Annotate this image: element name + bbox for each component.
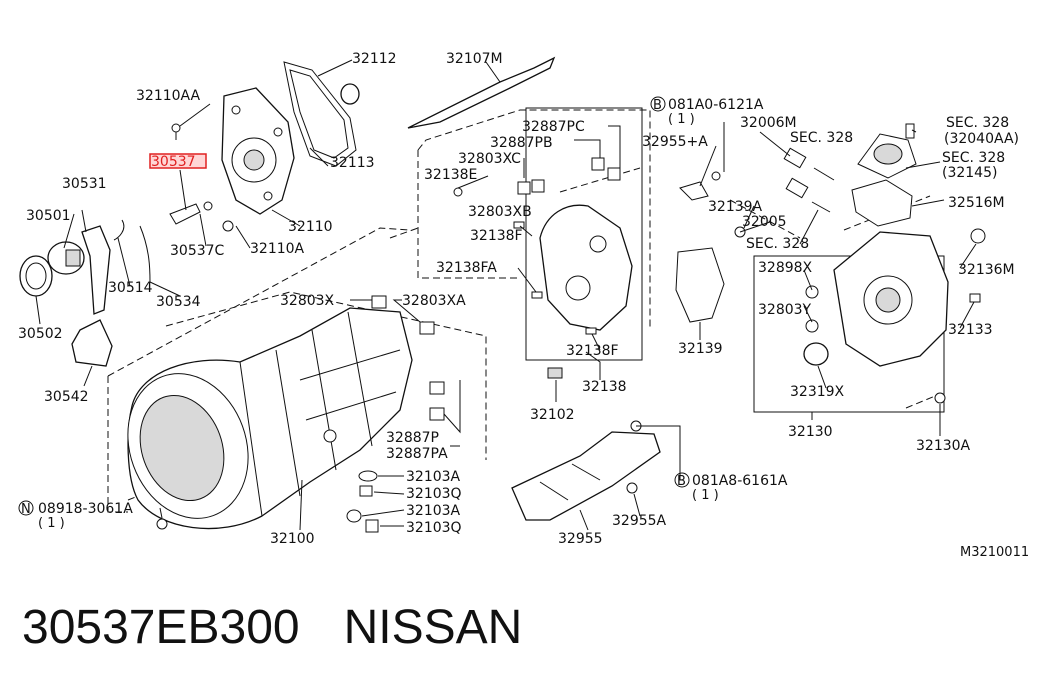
undercover-32955 [511, 420, 661, 521]
label-32803X: 32803X [280, 293, 335, 309]
label-32006M: 32006M [740, 115, 797, 131]
label-32803XA: 32803XA [402, 293, 466, 309]
label-32887PC: 32887PC [522, 119, 585, 135]
label-32139: 32139 [678, 341, 723, 357]
transmission-case-32100 [127, 307, 413, 530]
label-32112: 32112 [352, 51, 397, 67]
circle-n-icon: N [21, 502, 31, 517]
label-32803XB: 32803XB [468, 204, 532, 220]
label-32803Y: 32803Y [758, 302, 812, 318]
label-32887PA: 32887PA [386, 446, 448, 462]
label-32138F-lower: 32138F [566, 343, 619, 359]
brand-name: NISSAN [343, 601, 523, 654]
label-32103A-upper: 32103A [406, 469, 461, 485]
leader-lines [35, 59, 977, 531]
label-32138: 32138 [582, 379, 627, 395]
bushings [346, 295, 445, 533]
label-30537C: 30537C [170, 243, 225, 259]
label-30501: 30501 [26, 208, 71, 224]
gasket-32112 [283, 61, 360, 167]
label-32100: 32100 [270, 531, 315, 547]
label-081A8-6161A: 081A8-6161A [692, 473, 788, 489]
part-number: 30537EB300 [22, 601, 300, 654]
circled-prefixes: B B N [18, 96, 690, 517]
label-diagram-id: M3210011 [960, 545, 1029, 560]
label-32955: 32955 [558, 531, 603, 547]
label-30531: 30531 [62, 176, 107, 192]
label-sec-328-b: SEC. 328 [946, 115, 1009, 131]
label-08918-3061A: 08918-3061A [38, 501, 133, 517]
label-32103A-lower: 32103A [406, 503, 461, 519]
group-boxes [525, 107, 945, 413]
label-08918-qty: ( 1 ) [38, 516, 65, 531]
label-32133: 32133 [948, 322, 993, 338]
label-32103Q-lower: 32103Q [406, 520, 462, 536]
part-labels: 32112 32107M 32110AA 32113 30531 30501 3… [18, 51, 1029, 560]
highlighted-part-30537[interactable]: 30537 [149, 153, 207, 170]
label-30542: 30542 [44, 389, 89, 405]
gaskets-right [675, 123, 917, 323]
clutch-parts [19, 123, 234, 367]
label-sec-328-d: SEC. 328 [746, 236, 809, 252]
stay-32107M [407, 56, 556, 129]
circle-b-icon: B [653, 98, 662, 113]
transmission-exploded-diagram: 30537 B B N 32112 32107M 32110AA 32113 3… [18, 51, 1029, 560]
label-32898X: 32898X [758, 260, 813, 276]
label-30514: 30514 [108, 280, 153, 296]
label-32113: 32113 [330, 155, 375, 171]
switches [679, 147, 835, 238]
label-32319X: 32319X [790, 384, 845, 400]
label-32040AA: (32040AA) [944, 131, 1019, 147]
label-sec-328-a: SEC. 328 [790, 130, 853, 146]
label-32110AA: 32110AA [136, 88, 201, 104]
label-32887PB: 32887PB [490, 135, 553, 151]
label-32102: 32102 [530, 407, 575, 423]
front-cover-32110 [221, 87, 295, 215]
label-32138FA: 32138FA [436, 260, 497, 276]
label-32887P: 32887P [386, 430, 439, 446]
label-32130A: 32130A [916, 438, 971, 454]
label-32130: 32130 [788, 424, 833, 440]
label-32110A: 32110A [250, 241, 305, 257]
label-32955A: 32955A [612, 513, 667, 529]
label-32145: (32145) [942, 165, 997, 181]
label-081A0-6121A: 081A0-6121A [668, 97, 764, 113]
label-32516M: 32516M [948, 195, 1005, 211]
rear-extension-32130 [803, 228, 986, 404]
label-32139A: 32139A [708, 199, 763, 215]
circle-b-icon-2: B [677, 474, 686, 489]
label-32803XC: 32803XC [458, 151, 521, 167]
label-sec-328-c: SEC. 328 [942, 150, 1005, 166]
label-32107M: 32107M [446, 51, 503, 67]
label-30502: 30502 [18, 326, 63, 342]
part-caption: 30537EB300 NISSAN [22, 598, 522, 658]
label-32103Q-upper: 32103Q [406, 486, 462, 502]
label-081A0-qty: ( 1 ) [668, 112, 695, 127]
label-32136M: 32136M [958, 262, 1015, 278]
label-32110: 32110 [288, 219, 333, 235]
label-30534: 30534 [156, 294, 201, 310]
label-30537-highlighted: 30537 [151, 154, 196, 170]
label-32955-plus-A: 32955+A [642, 134, 708, 150]
label-081A8-qty: ( 1 ) [692, 488, 719, 503]
label-32138E: 32138E [424, 167, 477, 183]
label-32138F-upper: 32138F [470, 228, 523, 244]
label-32005: 32005 [742, 214, 787, 230]
